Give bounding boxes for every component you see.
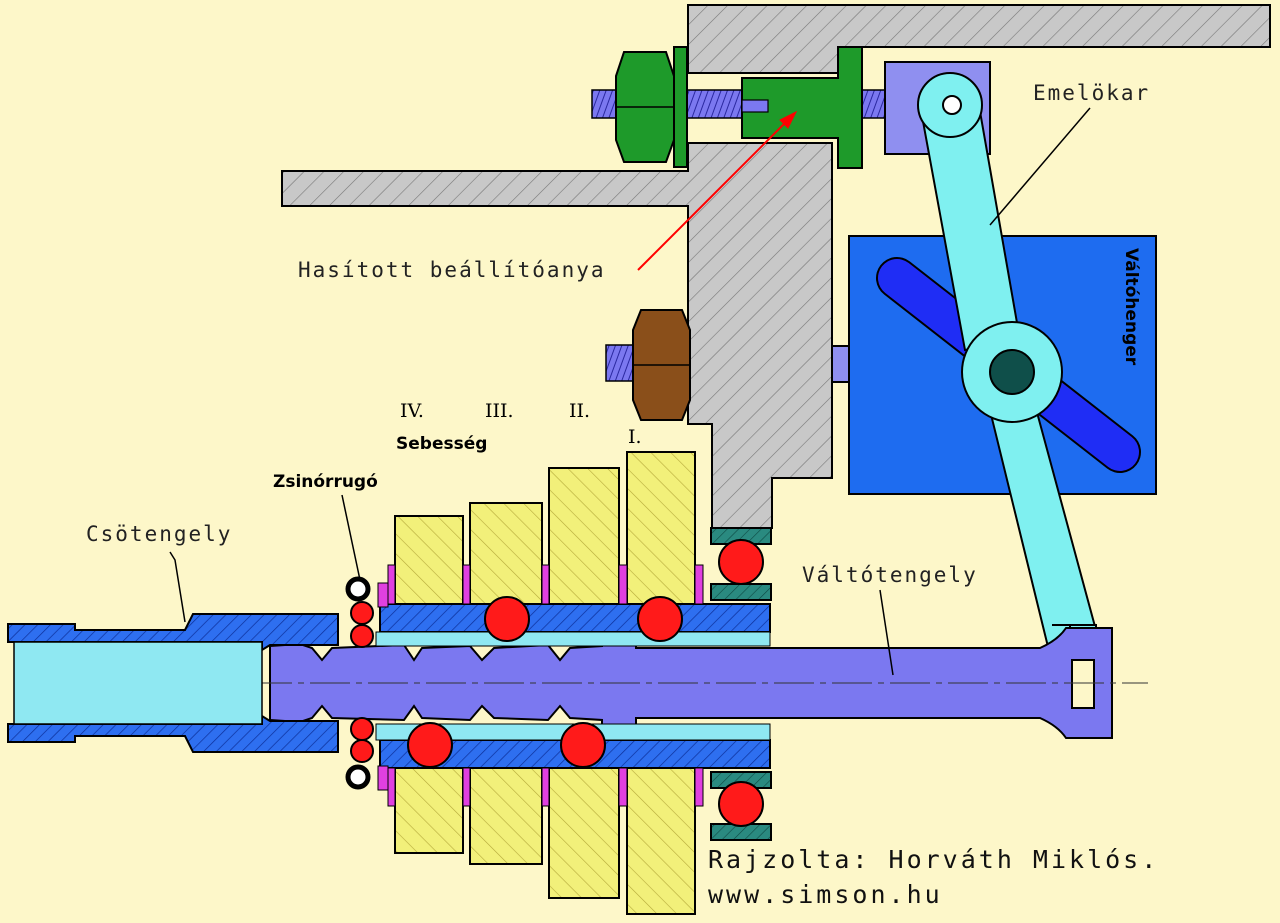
washer <box>387 564 396 605</box>
label-gear-iii: III. <box>485 400 514 422</box>
washer <box>387 767 396 807</box>
gear-ii-top <box>548 467 620 605</box>
washer <box>694 564 704 605</box>
washer <box>462 564 471 605</box>
spring-coil <box>345 576 371 602</box>
gear-i-bottom <box>626 767 696 915</box>
label-gear-ii: II. <box>569 400 590 422</box>
ball <box>350 624 374 648</box>
slotted-adjusting-nut <box>741 46 863 169</box>
washer <box>541 767 550 807</box>
ball <box>350 717 374 741</box>
label-sebesseg: Sebesség <box>396 434 487 454</box>
label-valtotengely: Váltótengely <box>802 563 978 587</box>
leader-lines <box>169 107 1091 676</box>
spring-coil <box>345 764 371 790</box>
label-hasitott: Hasított beállítóanya <box>298 258 606 282</box>
shaft-collar-groove <box>1071 659 1095 709</box>
washer <box>377 582 389 608</box>
credit-author: Rajzolta: Horváth Miklós. <box>708 845 1159 874</box>
csotengely-leader <box>169 551 186 623</box>
lever-top-pin <box>942 95 962 115</box>
label-valtohenger: Váltóhenger <box>1121 248 1141 366</box>
gears <box>394 451 696 915</box>
ball <box>718 539 764 585</box>
washers <box>377 564 704 807</box>
washer <box>618 767 628 807</box>
washer <box>462 767 471 807</box>
lock-bolt <box>605 344 637 382</box>
zsinorrugo-leader <box>341 494 361 581</box>
valtotengely-leader <box>879 589 894 676</box>
ball <box>350 601 374 625</box>
washer <box>377 765 389 791</box>
label-emelokar: Emelökar <box>1033 81 1150 105</box>
ball <box>484 596 530 642</box>
wire-spring <box>345 576 371 790</box>
shift-lever <box>917 72 1102 659</box>
gear-iii-top <box>469 502 543 605</box>
ball <box>637 596 683 642</box>
lock-nut-assembly <box>605 309 691 421</box>
hasitott-arrowhead <box>779 110 798 129</box>
label-gear-i: I. <box>628 426 642 448</box>
label-gear-iv: IV. <box>400 400 424 422</box>
gear-iii-bottom <box>469 767 543 865</box>
credit-website: www.simson.hu <box>708 880 943 909</box>
washer <box>694 767 704 807</box>
washer <box>541 564 550 605</box>
label-zsinorrugo: Zsinórrugó <box>273 472 378 492</box>
gear-i-top <box>626 451 696 605</box>
gear-iv-bottom <box>394 767 464 854</box>
drum-stub <box>831 345 851 383</box>
ball <box>560 722 606 768</box>
gear-ii-bottom <box>548 767 620 899</box>
sleeve-upper <box>379 603 771 633</box>
emelokar-leader <box>989 107 1091 226</box>
balls <box>350 539 764 827</box>
lever-hub-pin <box>989 349 1035 395</box>
sleeve-gap-upper <box>375 631 771 647</box>
nut-slot <box>741 99 769 113</box>
bearing-race <box>710 583 772 601</box>
tube-bore <box>13 641 263 725</box>
washer-top <box>673 46 688 168</box>
ball <box>407 722 453 768</box>
gear-iv-top <box>394 515 464 605</box>
ball <box>350 739 374 763</box>
hasitott-arrow <box>637 117 791 271</box>
washer <box>618 564 628 605</box>
ball <box>718 781 764 827</box>
label-csotengely: Csötengely <box>86 522 232 546</box>
